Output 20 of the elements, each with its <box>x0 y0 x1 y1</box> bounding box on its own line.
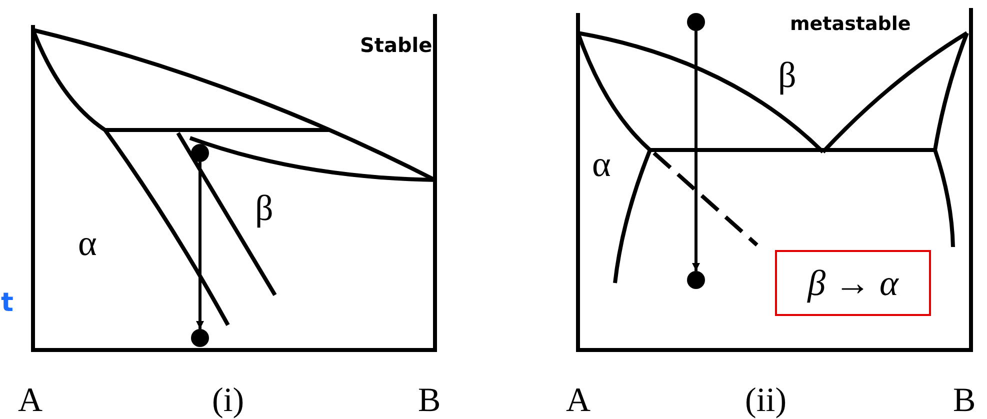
panel-title: Stable <box>360 35 432 55</box>
phase-label: β <box>255 190 274 226</box>
cooling-arrow <box>692 31 700 271</box>
dot-marker <box>687 271 705 289</box>
phase-label: α <box>592 146 611 182</box>
component-label: B <box>418 384 441 418</box>
phase-label: α <box>78 225 97 261</box>
axis-label: t <box>1 290 14 316</box>
dot-marker <box>191 144 209 162</box>
dot-marker <box>191 329 209 347</box>
component-label: A <box>18 384 43 418</box>
panel-label: (i) <box>212 384 244 418</box>
panel-title: metastable <box>790 15 911 34</box>
cooling-arrow <box>196 162 204 329</box>
dot-marker <box>687 13 705 31</box>
component-label: A <box>566 384 591 418</box>
phase-label: β <box>778 57 796 93</box>
transition-box: β → α <box>775 250 931 316</box>
panel-label: (ii) <box>745 384 787 418</box>
component-label: B <box>953 384 976 418</box>
